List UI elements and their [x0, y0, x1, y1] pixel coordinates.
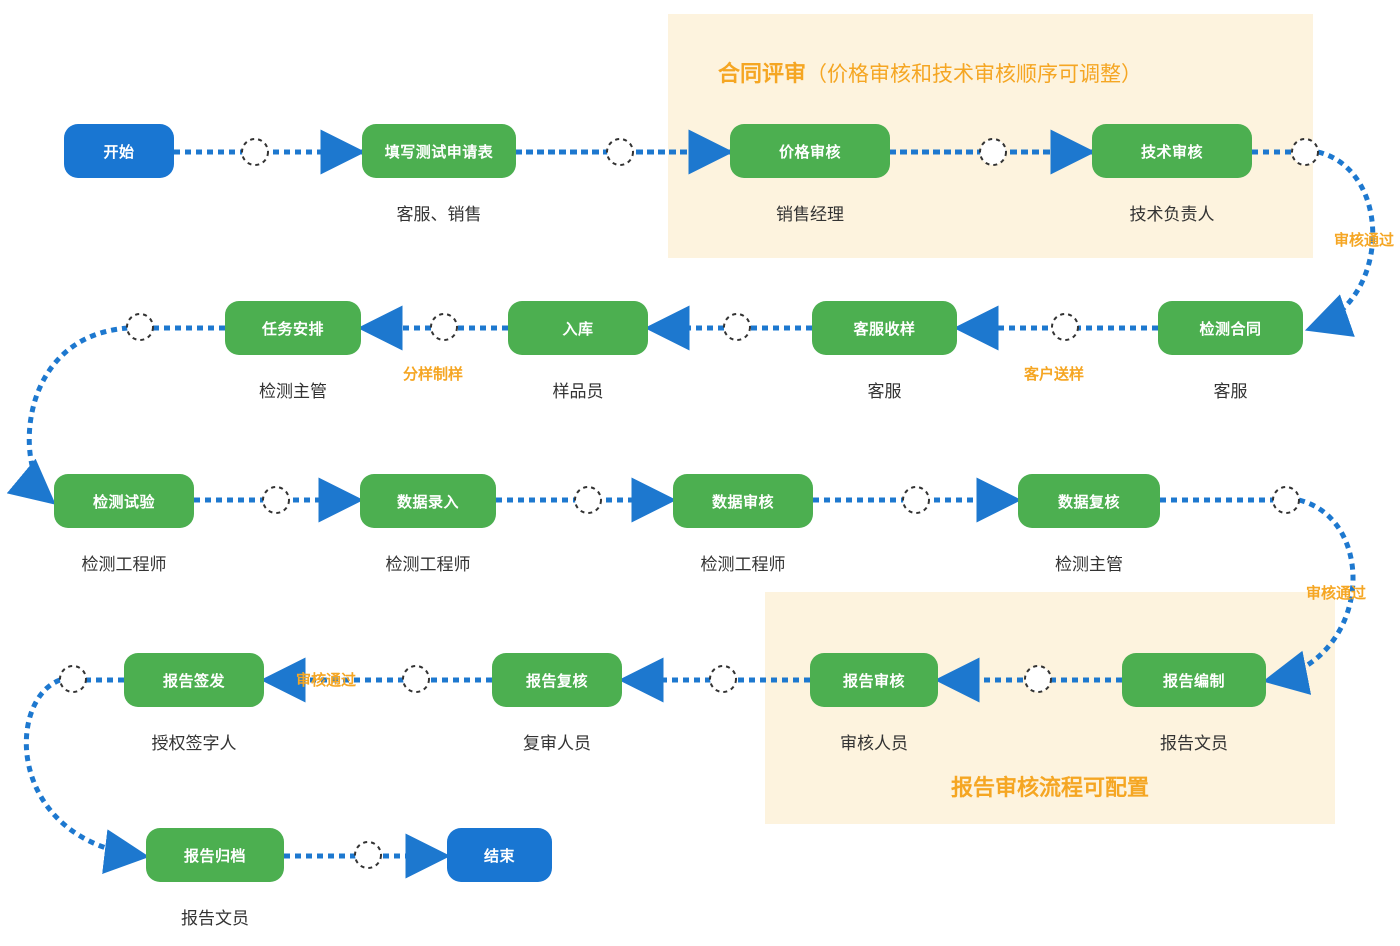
role-label-apply-form: 客服、销售: [396, 205, 482, 224]
node-end[interactable]: 结束: [447, 828, 552, 882]
group-title-strong: 合同评审: [718, 61, 807, 86]
role-label-report-audit: 审核人员: [840, 734, 908, 753]
node-sample-recv[interactable]: 客服收样: [812, 301, 957, 355]
edge-label-lbl-customer-send: 客户送样: [1024, 366, 1085, 383]
group-title-report-review: 报告审核流程可配置: [951, 770, 1149, 802]
gateway-icon-gw-14: [709, 665, 737, 693]
gateway-icon-gw-10: [574, 486, 602, 514]
gateway-icon-gw-8: [126, 313, 154, 341]
gateway-icon-gw-7: [430, 313, 458, 341]
node-data-recheck[interactable]: 数据复核: [1018, 474, 1160, 528]
role-label-warehouse-in: 样品员: [552, 382, 604, 401]
gateway-icon-gw-4: [1291, 138, 1319, 166]
node-test-contract[interactable]: 检测合同: [1158, 301, 1303, 355]
role-label-sample-recv: 客服: [867, 382, 902, 401]
node-task-assign[interactable]: 任务安排: [225, 301, 361, 355]
role-label-tech-review: 技术负责人: [1129, 205, 1215, 224]
node-data-review[interactable]: 数据审核: [673, 474, 813, 528]
edge-label-lbl-review-pass-2: 审核通过: [1306, 585, 1367, 602]
gateway-icon-gw-1: [241, 138, 269, 166]
node-report-write[interactable]: 报告编制: [1122, 653, 1266, 707]
node-test-exec[interactable]: 检测试验: [54, 474, 194, 528]
gateway-icon-gw-11: [902, 486, 930, 514]
group-title-contract-review: 合同评审（价格审核和技术审核顺序可调整）: [718, 56, 1142, 88]
node-start[interactable]: 开始: [64, 124, 174, 178]
node-report-file[interactable]: 报告归档: [146, 828, 284, 882]
role-label-report-issue: 授权签字人: [151, 734, 237, 753]
group-title-normal: （价格审核和技术审核顺序可调整）: [806, 63, 1143, 86]
gateway-icon-gw-9: [262, 486, 290, 514]
edge-label-lbl-review-pass-1: 审核通过: [1334, 232, 1395, 249]
role-label-data-recheck: 检测主管: [1055, 555, 1123, 574]
role-label-report-file: 报告文员: [181, 909, 249, 928]
gateway-icon-gw-3: [979, 138, 1007, 166]
wire-row4-to-row5-loop: [23, 677, 150, 874]
role-label-data-review: 检测工程师: [700, 555, 786, 574]
wire-row1-to-row2-loop: [1304, 149, 1376, 337]
node-report-recheck[interactable]: 报告复核: [492, 653, 622, 707]
node-data-entry[interactable]: 数据录入: [360, 474, 496, 528]
group-title-strong: 报告审核流程可配置: [951, 775, 1150, 800]
node-price-review[interactable]: 价格审核: [730, 124, 890, 178]
role-label-report-write: 报告文员: [1160, 734, 1228, 753]
role-label-report-recheck: 复审人员: [523, 734, 591, 753]
role-label-task-assign: 检测主管: [259, 382, 327, 401]
gateway-icon-gw-16: [59, 665, 87, 693]
gateway-icon-gw-17: [354, 841, 382, 869]
edge-label-lbl-sample-prep: 分样制样: [403, 366, 464, 383]
gateway-icon-gw-5: [1051, 313, 1079, 341]
node-report-issue[interactable]: 报告签发: [124, 653, 264, 707]
gateway-icon-gw-6: [723, 313, 751, 341]
wire-row3-to-row4-loop: [1262, 497, 1356, 695]
node-report-audit[interactable]: 报告审核: [810, 653, 938, 707]
wire-row2-to-row3-loop: [6, 325, 129, 505]
edge-label-lbl-review-pass-3: 审核通过: [296, 672, 357, 689]
node-apply-form[interactable]: 填写测试申请表: [362, 124, 516, 178]
gateway-icon-gw-15: [402, 665, 430, 693]
role-label-test-exec: 检测工程师: [81, 555, 167, 574]
role-label-test-contract: 客服: [1213, 382, 1248, 401]
node-warehouse-in[interactable]: 入库: [508, 301, 648, 355]
gateway-icon-gw-12: [1272, 486, 1300, 514]
group-box-report-review: [765, 592, 1335, 824]
role-label-price-review: 销售经理: [776, 205, 844, 224]
gateway-icon-gw-2: [606, 138, 634, 166]
gateway-icon-gw-13: [1024, 665, 1052, 693]
role-label-data-entry: 检测工程师: [385, 555, 471, 574]
node-tech-review[interactable]: 技术审核: [1092, 124, 1252, 178]
